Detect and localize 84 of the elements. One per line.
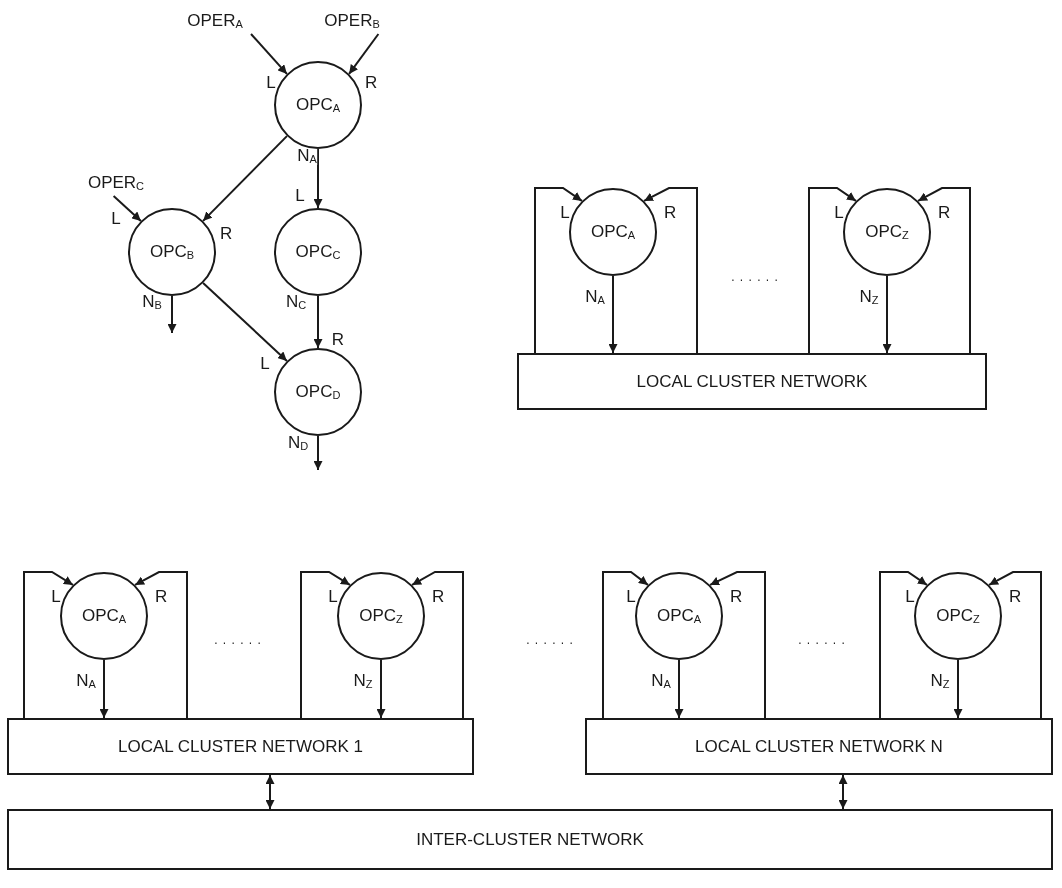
node-label: OPC$_{A}$ bbox=[81, 607, 127, 625]
node-label: INTER-CLUSTER NETWORK bbox=[416, 831, 644, 848]
arrow bbox=[602, 571, 649, 719]
arrow bbox=[23, 571, 74, 719]
network-box bbox=[7, 809, 1053, 870]
arrow bbox=[167, 295, 177, 334]
arrow bbox=[313, 435, 323, 471]
node-label: OPC$_{Z}$ bbox=[936, 607, 980, 625]
node-label: OPC$_{D}$ bbox=[295, 383, 341, 401]
edge-label: L bbox=[111, 209, 121, 227]
arrow bbox=[643, 187, 698, 354]
input-label: OPER$_{A}$ bbox=[187, 12, 243, 30]
ellipsis-label: . . . . . . bbox=[731, 270, 779, 284]
node-label: OPC$_{B}$ bbox=[149, 243, 195, 261]
output-label: N$_{B}$ bbox=[142, 293, 162, 311]
arrow bbox=[202, 135, 288, 222]
network-box bbox=[585, 718, 1053, 775]
input-label: OPER$_{C}$ bbox=[87, 174, 145, 192]
node-label: LOCAL CLUSTER NETWORK N bbox=[695, 738, 943, 755]
arrow bbox=[879, 571, 928, 719]
arrow bbox=[99, 659, 109, 719]
input-label: OPER$_{B}$ bbox=[324, 12, 380, 30]
node-label: OPC$_{A}$ bbox=[656, 607, 702, 625]
node-label: OPC$_{Z}$ bbox=[865, 223, 909, 241]
edge-label: L bbox=[295, 186, 305, 204]
output-label: N$_{A}$ bbox=[651, 672, 671, 690]
arrow bbox=[300, 571, 351, 719]
edge-label: R bbox=[937, 203, 951, 221]
ellipsis-label: . . . . . . bbox=[798, 633, 846, 647]
edge-label: L bbox=[834, 203, 844, 221]
edge-label: R bbox=[431, 587, 445, 605]
arrow bbox=[265, 774, 275, 810]
node-label: OPC$_{A}$ bbox=[590, 223, 636, 241]
arrow bbox=[313, 148, 323, 209]
output-label: N$_{A}$ bbox=[76, 672, 96, 690]
node-label: OPC$_{A}$ bbox=[295, 96, 341, 114]
output-label: N$_{A}$ bbox=[297, 147, 317, 165]
arrow bbox=[313, 295, 323, 349]
edge-label: L bbox=[626, 587, 636, 605]
arrow bbox=[988, 571, 1042, 719]
output-label: N$_{C}$ bbox=[285, 293, 307, 311]
edge-label: L bbox=[260, 354, 270, 372]
node-label: OPC$_{C}$ bbox=[295, 243, 341, 261]
arrow bbox=[917, 187, 971, 354]
arrow bbox=[674, 659, 684, 719]
arrow bbox=[608, 275, 618, 354]
arrow bbox=[376, 659, 386, 719]
node-label: LOCAL CLUSTER NETWORK bbox=[636, 373, 868, 390]
edge-label: R bbox=[729, 587, 743, 605]
arrow bbox=[838, 774, 848, 810]
output-label: N$_{A}$ bbox=[585, 288, 605, 306]
edge-label: L bbox=[266, 73, 276, 91]
arrow bbox=[882, 275, 892, 354]
edge-label: L bbox=[51, 587, 61, 605]
ellipsis-label: . . . . . . bbox=[214, 633, 262, 647]
arrow bbox=[709, 571, 766, 719]
node-label: OPC$_{Z}$ bbox=[359, 607, 403, 625]
edge-label: R bbox=[219, 224, 233, 242]
output-label: N$_{Z}$ bbox=[930, 672, 950, 690]
arrow bbox=[953, 659, 963, 719]
node-label: LOCAL CLUSTER NETWORK 1 bbox=[118, 738, 363, 755]
arrow bbox=[411, 571, 464, 719]
arrow bbox=[534, 187, 583, 354]
arrow bbox=[808, 187, 857, 354]
arrow bbox=[134, 571, 188, 719]
edge-label: R bbox=[154, 587, 168, 605]
operator-circle bbox=[128, 208, 216, 296]
arrow bbox=[250, 33, 288, 75]
arrow bbox=[348, 33, 380, 75]
output-label: N$_{Z}$ bbox=[859, 288, 879, 306]
edge-label: R bbox=[663, 203, 677, 221]
output-label: N$_{D}$ bbox=[287, 434, 309, 452]
network-box bbox=[7, 718, 474, 775]
network-box bbox=[517, 353, 987, 410]
edge-label: R bbox=[331, 330, 345, 348]
edge-label: L bbox=[905, 587, 915, 605]
arrow bbox=[112, 195, 142, 222]
edge-label: L bbox=[560, 203, 570, 221]
output-label: N$_{Z}$ bbox=[353, 672, 373, 690]
ellipsis-label: . . . . . . bbox=[526, 633, 574, 647]
edge-label: R bbox=[1008, 587, 1022, 605]
edge-label: L bbox=[328, 587, 338, 605]
edge-label: R bbox=[364, 73, 378, 91]
arrow bbox=[202, 282, 288, 362]
